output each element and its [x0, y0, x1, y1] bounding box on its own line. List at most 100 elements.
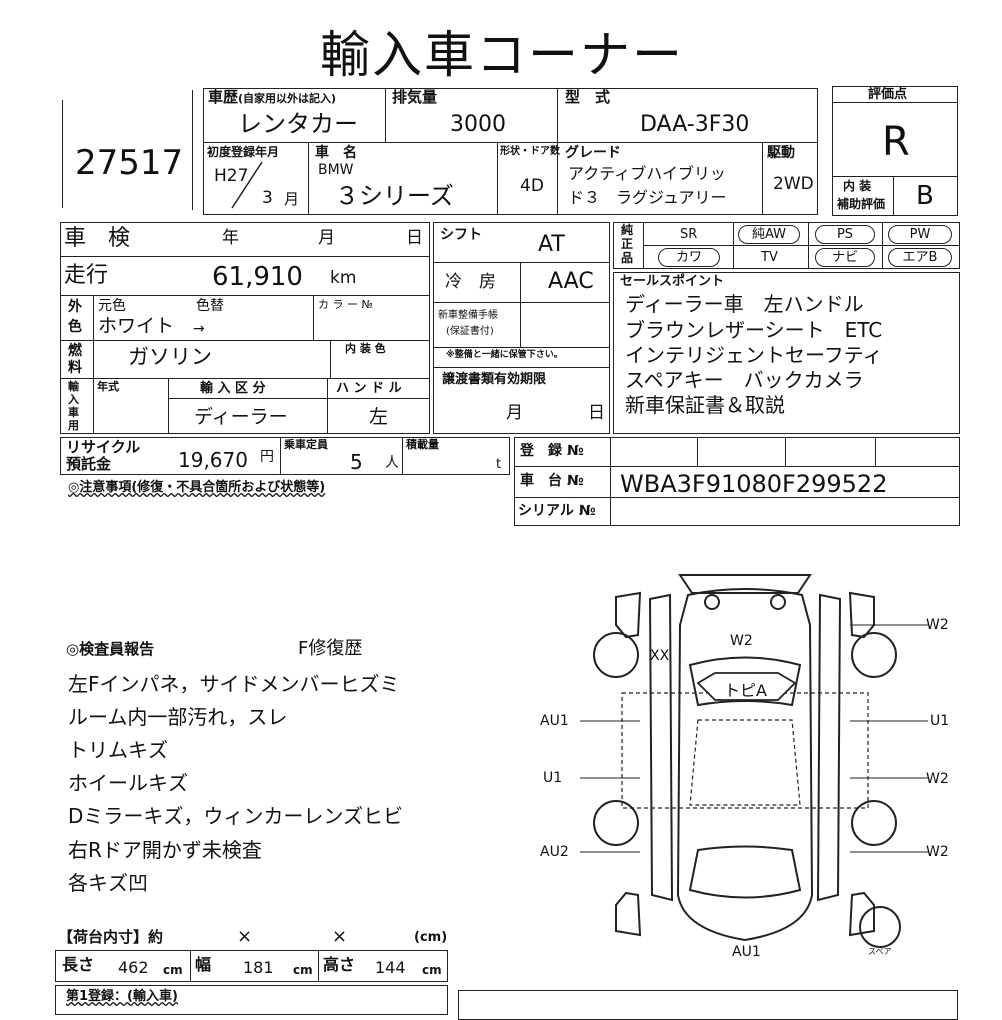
equipment-label-2: 正: [621, 237, 634, 251]
car-name-label: 車 名: [315, 145, 357, 161]
evaluation-score: R: [882, 119, 910, 165]
equip-tv: TV: [761, 250, 778, 265]
equipment-label-1: 純: [621, 223, 634, 237]
inspector-line-7: 各キズ凹: [68, 871, 148, 895]
grade-value-2: ド３ ラグジュアリー: [568, 188, 727, 207]
lot-bracket-right: [192, 90, 193, 210]
damage-label-au1-left: AU1: [540, 713, 569, 729]
cargo-times-2: ×: [332, 926, 348, 947]
transfer-month: 月: [506, 403, 523, 423]
notes-title: ◎注意事項(修復・不具合箇所および状態等): [68, 480, 326, 495]
inspector-line-1: 左Fインパネ，サイドメンバーヒズミ: [68, 672, 400, 696]
registration-label: 登 録 №: [520, 443, 584, 459]
equip-pw: PW: [888, 225, 952, 244]
sales-point-2: ブラウンレザーシート ETC: [625, 318, 883, 342]
model-code-label: 型 式: [565, 88, 611, 106]
registration-grid: [514, 437, 960, 526]
equipment-label-3: 品: [621, 251, 634, 265]
damage-label-au2-left: AU2: [540, 844, 569, 860]
sales-point-1: ディーラー車 左ハンドル: [625, 292, 864, 316]
mileage-label: 走行: [64, 263, 109, 288]
cargo-width-label: 幅: [195, 955, 212, 974]
exterior-orig-label: 元色: [98, 298, 126, 314]
exterior-arrow: →: [193, 321, 205, 337]
sales-point-5: 新車保証書＆取説: [625, 393, 785, 417]
equip-leather: カワ: [658, 248, 720, 267]
serial-label: シリアル №: [518, 503, 596, 519]
import-label-1: 輸: [68, 380, 79, 393]
import-type-value: ディーラー: [194, 406, 288, 428]
inspection-label: 車 検: [64, 226, 131, 251]
import-label-2: 入: [68, 393, 79, 406]
drivetrain-grid: [433, 222, 610, 434]
model-code-value: DAA-3F30: [640, 112, 750, 137]
damage-label-w2-right-top: W2: [926, 617, 949, 633]
sales-points-box: [613, 272, 960, 434]
color-no-label: カ ラ ー №: [318, 298, 373, 311]
cargo-box: [55, 950, 448, 982]
damage-label-w2-top: W2: [730, 633, 753, 649]
import-type-label: 輸 入 区 分: [200, 381, 266, 396]
drive-label: 駆動: [767, 145, 795, 161]
recycle-value: 19,670: [178, 448, 248, 472]
warranty-label-2: (保証書付): [446, 326, 494, 337]
equip-sr: SR: [680, 227, 698, 242]
recycle-unit: 円: [260, 449, 274, 465]
fuel-label-1: 燃: [68, 343, 82, 359]
history-label: 車歴(自家用以外は記入): [208, 88, 337, 106]
lot-bracket-left: [62, 100, 63, 208]
exterior-label-1: 外: [68, 299, 82, 315]
evaluation-label: 評価点: [868, 87, 908, 102]
exterior-label-2: 色: [68, 319, 82, 335]
aircon-label: 冷 房: [445, 272, 496, 292]
grade-value-1: アクティブハイブリッ: [568, 164, 726, 183]
sales-point-4: スペアキー バックカメラ: [625, 368, 864, 392]
exterior-change-label: 色替: [196, 298, 224, 314]
cargo-width-cm: cm: [293, 963, 313, 977]
bottom-registration-label: 第1登録：(輸入車): [66, 989, 178, 1004]
capacity-unit: 人: [385, 455, 399, 471]
cargo-length-value: 462: [118, 958, 149, 977]
cargo-height-value: 144: [375, 958, 406, 977]
import-label-4: 用: [68, 419, 79, 432]
damage-label-w2-right-bot: W2: [926, 844, 949, 860]
chassis-value: WBA3F91080F299522: [620, 470, 888, 498]
bottom-right-box: [458, 990, 958, 1020]
damage-label-toppa: トピA: [724, 681, 767, 700]
car-maker: BMW: [318, 162, 354, 178]
exterior-orig-value: ホワイト: [98, 315, 175, 337]
first-reg-month-unit: 月: [284, 190, 300, 208]
chassis-label: 車 台 №: [520, 473, 584, 489]
doors-label: 形状・ドア数: [500, 146, 560, 157]
first-reg-month: 3: [262, 188, 273, 208]
cargo-width-value: 181: [243, 958, 274, 977]
displacement-label: 排気量: [392, 88, 438, 106]
inspector-line-3: トリムキズ: [68, 738, 168, 762]
shift-value: AT: [538, 232, 565, 257]
cargo-height-cm: cm: [422, 963, 442, 977]
first-reg-label: 初度登録年月: [207, 145, 280, 159]
damage-label-u1-left: U1: [543, 770, 563, 786]
inspection-day: 日: [406, 228, 423, 248]
interior-color-label: 内 装 色: [345, 342, 386, 355]
load-unit: t: [496, 457, 502, 472]
handle-value: 左: [369, 406, 389, 428]
inspection-month: 月: [318, 228, 335, 248]
inspector-title: ◎検査員報告: [66, 640, 155, 658]
drive-value: 2WD: [773, 174, 814, 194]
sales-points-label: セールスポイント: [620, 274, 725, 289]
cargo-unit: (cm): [414, 930, 448, 945]
capacity-label: 乗車定員: [284, 438, 328, 451]
import-year-label: 年式: [97, 380, 119, 393]
transfer-label: 譲渡書類有効期限: [442, 372, 547, 387]
inspector-line-2: ルーム内一部汚れ，スレ: [68, 705, 288, 729]
cargo-length-label: 長さ: [62, 955, 95, 974]
evaluation-box: [832, 86, 958, 216]
recycle-box: [60, 437, 510, 475]
car-damage-diagram: [580, 574, 928, 948]
warranty-label-1: 新車整備手帳: [438, 310, 498, 321]
spare-label: スペア: [868, 947, 892, 956]
fuel-value: ガソリン: [128, 345, 212, 369]
transfer-day: 日: [588, 403, 605, 423]
top-info-grid: [203, 88, 818, 215]
